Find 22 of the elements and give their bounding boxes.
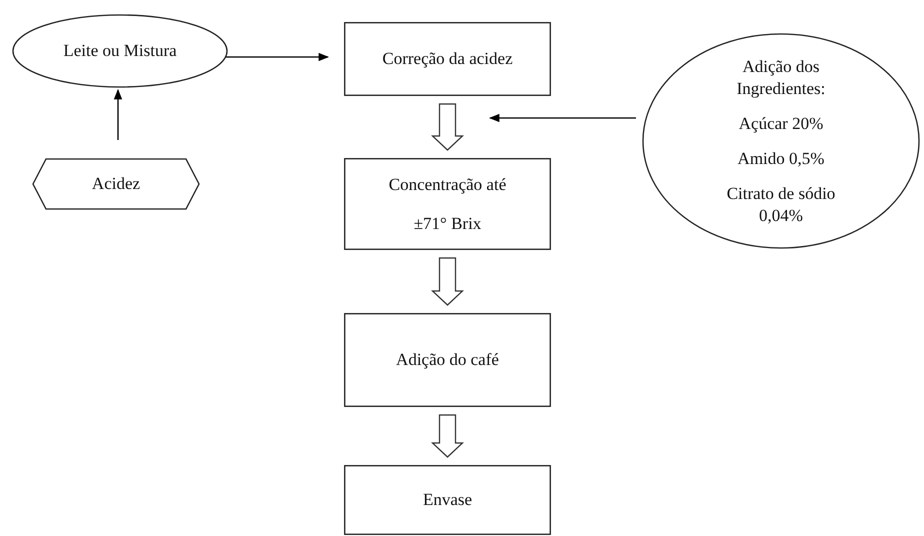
process-box (344, 465, 551, 535)
node-text: Adição dos Ingredientes: (736, 56, 826, 99)
block-arrow (430, 414, 464, 458)
arrow (488, 114, 636, 122)
node-text: Adição do café (396, 349, 499, 371)
process-box (344, 22, 551, 96)
arrow (114, 88, 122, 140)
hexagon-node (32, 158, 200, 210)
node-text: Citrato de sódio 0,04% (726, 183, 836, 226)
node-text: Leite ou Mistura (63, 40, 177, 62)
node-text: Correção da acidez (382, 48, 513, 70)
process-box (344, 313, 551, 407)
process-box (344, 158, 551, 250)
node-text: Concentração até ±71° Brix (388, 174, 508, 235)
block-arrow (430, 103, 464, 151)
node-text: Amido 0,5% (738, 148, 824, 170)
node-text: Envase (422, 489, 472, 511)
block-arrow (430, 257, 464, 306)
node-text: Açúcar 20% (738, 112, 824, 134)
ellipse-node (642, 33, 920, 249)
ellipse-node (12, 14, 228, 88)
node-text: Acidez (92, 173, 140, 195)
